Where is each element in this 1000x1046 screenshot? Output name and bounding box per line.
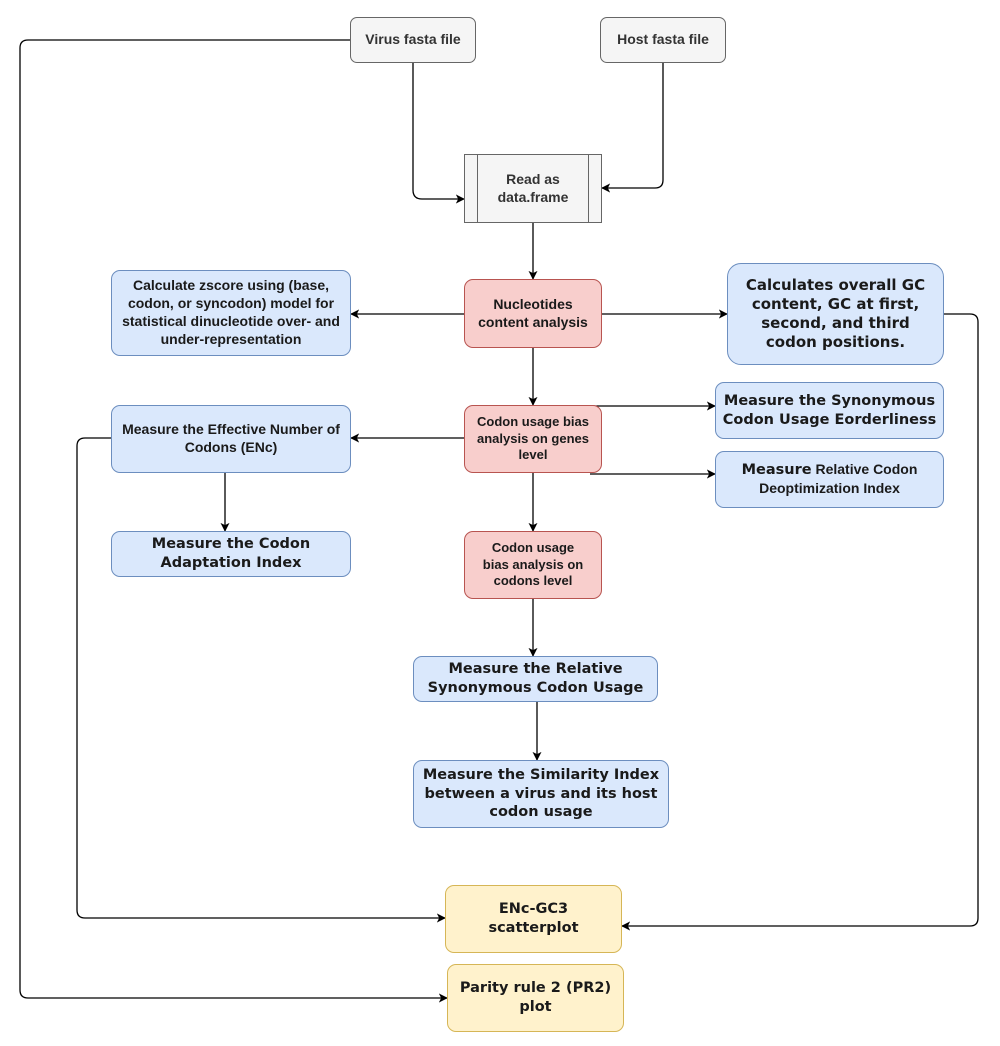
virus-fasta-label: Virus fasta file: [365, 31, 461, 48]
edge-virus-to-read: [412, 63, 465, 204]
rscu-node: Measure the Relative Synonymous Codon Us…: [413, 656, 658, 702]
rcdi-text: Measure Relative Codon Deoptimization In…: [722, 461, 937, 497]
cai-node: Measure the Codon Adaptation Index: [111, 531, 351, 577]
zscore-node: Calculate zscore using (base, codon, or …: [111, 270, 351, 356]
gc-content-label: Calculates overall GC content, GC at fir…: [745, 275, 926, 352]
codon-genes-node: Codon usage bias analysis on genes level: [464, 405, 602, 473]
edge-virus-to-pr2: [19, 39, 448, 1003]
enc-label: Measure the Effective Number of Codons (…: [122, 421, 340, 455]
gc-content-node: Calculates overall GC content, GC at fir…: [727, 263, 944, 365]
edge-gc-to-enc-gc3: [621, 313, 979, 931]
rcdi-node: Measure Relative Codon Deoptimization In…: [715, 451, 944, 508]
enc-gc3-label: ENc-GC3 scatterplot: [488, 901, 579, 936]
similarity-index-node: Measure the Similarity Index between a v…: [413, 760, 669, 828]
codon-codons-label: Codon usage bias analysis on codons leve…: [482, 540, 584, 589]
nucleotides-content-label: Nucleotides content analysis: [478, 295, 588, 330]
nucleotides-content-node: Nucleotides content analysis: [464, 279, 602, 348]
edge-enc-to-enc-gc3: [76, 437, 446, 923]
edge-host-to-read: [601, 63, 664, 193]
rscu-label: Measure the Relative Synonymous Codon Us…: [427, 661, 644, 696]
scuo-label: Measure the Synonymous Codon Usage Eorde…: [722, 392, 937, 428]
virus-fasta-node: Virus fasta file: [350, 17, 476, 63]
scuo-node: Measure the Synonymous Codon Usage Eorde…: [715, 382, 944, 439]
pr2-node: Parity rule 2 (PR2) plot: [447, 964, 624, 1032]
host-fasta-node: Host fasta file: [600, 17, 726, 63]
codon-genes-label: Codon usage bias analysis on genes level: [477, 414, 589, 463]
read-as-dataframe-label: Read as data.frame: [497, 170, 569, 205]
enc-gc3-node: ENc-GC3 scatterplot: [445, 885, 622, 953]
enc-node: Measure the Effective Number of Codons (…: [111, 405, 351, 473]
pr2-label: Parity rule 2 (PR2) plot: [459, 980, 612, 1015]
read-as-dataframe-node: Read as data.frame: [464, 154, 602, 223]
rcdi-label-rest: Relative Codon Deoptimization Index: [759, 461, 918, 496]
host-fasta-label: Host fasta file: [617, 31, 709, 48]
rcdi-label-bold: Measure: [741, 462, 812, 479]
zscore-label: Calculate zscore using (base, codon, or …: [122, 277, 340, 347]
codon-codons-node: Codon usage bias analysis on codons leve…: [464, 531, 602, 599]
similarity-index-label: Measure the Similarity Index between a v…: [422, 767, 660, 821]
cai-label: Measure the Codon Adaptation Index: [151, 536, 311, 571]
